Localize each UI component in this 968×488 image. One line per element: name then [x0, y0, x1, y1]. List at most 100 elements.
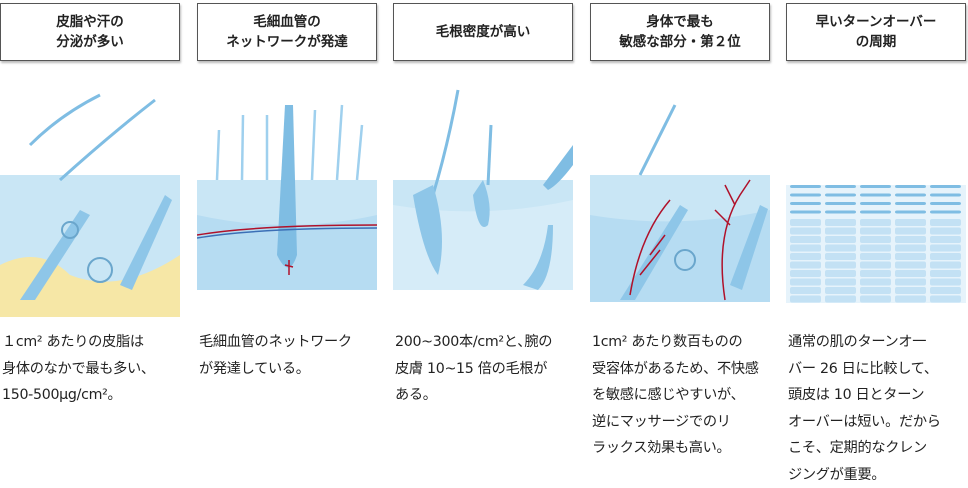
skin-cell [930, 185, 961, 188]
column-turnover: 早いターンオーバーの周期 通常の肌のターンオ一バー 26 日に比較して、頭皮は … [786, 0, 968, 474]
skin-cell [895, 185, 926, 188]
description: 200~300本/cm²と､腕の皮膚 10~15 倍の毛根がある。 [395, 329, 577, 409]
desc-line: バー 26 日に比較して、 [788, 356, 968, 383]
skin-cell [930, 279, 961, 286]
skin-cell [930, 211, 961, 214]
skin-cell [860, 219, 891, 226]
skin-cell [860, 228, 891, 235]
nerve-receptor-illustration [590, 85, 770, 317]
skin-cell [930, 219, 961, 226]
header-line: 皮脂や汗の [56, 12, 124, 32]
desc-line: 頭皮は 10 日とターン [788, 382, 968, 409]
desc-line: こそ、定期的なクレン [788, 435, 968, 462]
skin-cell [860, 202, 891, 205]
skin-cell [790, 185, 821, 188]
column-sebum: 皮脂や汗の分泌が多い １cm² あたりの皮脂は身体のなかで最も多い、150-50… [0, 0, 182, 474]
header-box: 身体で最も敏感な部分・第２位 [590, 3, 770, 61]
skin-cell [895, 202, 926, 205]
skin-cell [930, 287, 961, 294]
skin-cell [790, 253, 821, 260]
header-line: 毛根密度が高い [436, 22, 531, 42]
skin-cell [930, 194, 961, 197]
desc-line: 通常の肌のターンオ一 [788, 329, 968, 356]
column-hair-density: 毛根密度が高い 200~300本/cm²と､腕の皮膚 10~15 倍の毛根がある… [393, 0, 575, 474]
header-box: 早いターンオーバーの周期 [786, 3, 966, 61]
desc-line: 200~300本/cm²と､腕の [395, 329, 577, 356]
desc-line: オーバーは短い。だから [788, 409, 968, 436]
skin-cell [895, 262, 926, 269]
skin-cell [860, 270, 891, 277]
header-line: 身体で最も [646, 12, 714, 32]
skin-cell [930, 253, 961, 260]
desc-line: ある。 [395, 382, 577, 409]
skin-cell [895, 253, 926, 260]
skin-cell [790, 202, 821, 205]
skin-cell [790, 194, 821, 197]
skin-cell [860, 296, 891, 303]
skin-cell [790, 211, 821, 214]
desc-line: 毛細血管のネットワーク [199, 329, 381, 356]
skin-cell [825, 202, 856, 205]
skin-cell-layers-illustration [786, 85, 966, 317]
skin-cell [825, 185, 856, 188]
skin-cell [825, 228, 856, 235]
skin-cell [825, 279, 856, 286]
header-box: 毛根密度が高い [393, 3, 573, 61]
skin-cell [895, 211, 926, 214]
desc-line: 逆にマッサージでのリ [592, 409, 774, 436]
header-box: 毛細血管のネットワークが発達 [197, 3, 377, 61]
skin-cell [895, 296, 926, 303]
skin-cell [790, 219, 821, 226]
hair-root-illustration [393, 85, 573, 317]
skin-cell [790, 228, 821, 235]
skin-cell [860, 194, 891, 197]
header-box: 皮脂や汗の分泌が多い [0, 3, 180, 61]
skin-cell [790, 279, 821, 286]
skin-cell [895, 245, 926, 252]
header-line: 早いターンオーバー [816, 12, 937, 32]
desc-line: 受容体があるため、不快感 [592, 356, 774, 383]
skin-cell [895, 279, 926, 286]
skin-cell [825, 211, 856, 214]
skin-cell [860, 253, 891, 260]
skin-cell [860, 211, 891, 214]
desc-line: が発達している。 [199, 356, 381, 383]
capillary-network-illustration [197, 85, 377, 317]
skin-cell [930, 236, 961, 243]
description: 毛細血管のネットワークが発達している。 [199, 329, 381, 382]
desc-line: 身体のなかで最も多い、 [2, 356, 184, 383]
skin-cell [895, 236, 926, 243]
skin-cell [895, 194, 926, 197]
header-line: 敏感な部分・第２位 [619, 32, 741, 52]
skin-cell [825, 245, 856, 252]
desc-line: ラックス効果も高い。 [592, 435, 774, 462]
skin-cell [825, 219, 856, 226]
skin-cell [930, 245, 961, 252]
skin-cell [860, 262, 891, 269]
description: 1cm² あたり数百ものの受容体があるため、不快感を敏感に感じやすいが、逆にマッ… [592, 329, 774, 462]
skin-cell [860, 236, 891, 243]
header-line: 分泌が多い [56, 32, 124, 52]
skin-cell [825, 287, 856, 294]
skin-cell [895, 287, 926, 294]
skin-cell [825, 194, 856, 197]
desc-line: 皮膚 10~15 倍の毛根が [395, 356, 577, 383]
skin-cell [860, 287, 891, 294]
description: 通常の肌のターンオ一バー 26 日に比較して、頭皮は 10 日とターンオーバーは… [788, 329, 968, 488]
skin-cell [895, 228, 926, 235]
skin-cell [930, 228, 961, 235]
skin-cell [790, 287, 821, 294]
skin-cell [790, 296, 821, 303]
desc-line: １cm² あたりの皮脂は [2, 329, 184, 356]
skin-cell [860, 279, 891, 286]
skin-cell [930, 262, 961, 269]
skin-cell [860, 245, 891, 252]
header-line: の周期 [856, 32, 897, 52]
skin-cell [930, 296, 961, 303]
skin-cell [825, 270, 856, 277]
desc-line: ジングが重要。 [788, 462, 968, 488]
skin-cell [895, 219, 926, 226]
column-sensitivity: 身体で最も敏感な部分・第２位 1cm² あたり数百ものの受容体があるため、不快感… [590, 0, 772, 474]
header-line: 毛細血管の [253, 12, 321, 32]
skin-cell [825, 296, 856, 303]
